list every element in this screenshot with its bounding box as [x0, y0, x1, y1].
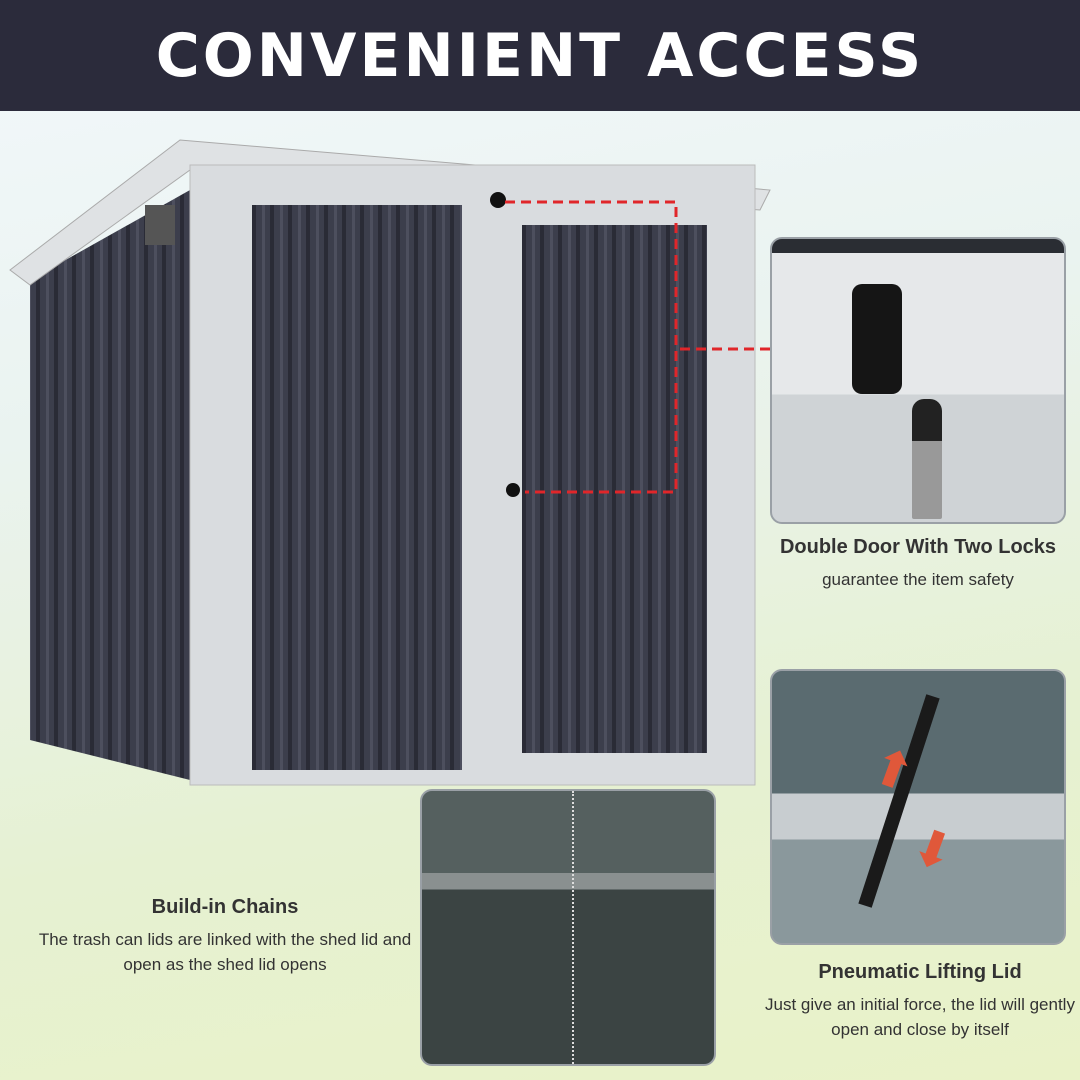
lock-knob-icon: [852, 284, 902, 394]
lifting-lid-closeup-photo: ⬆ ⬇: [770, 669, 1066, 945]
chains-closeup-photo: [420, 789, 716, 1066]
feature-lifting-lid: Pneumatic Lifting Lid Just give an initi…: [760, 961, 1080, 1042]
chain-icon: [572, 791, 574, 1064]
feature-description: The trash can lids are linked with the s…: [38, 930, 412, 974]
arrow-down-icon: ⬇: [903, 815, 963, 885]
feature-description: guarantee the item safety: [822, 570, 1014, 589]
feature-title: Build-in Chains: [151, 896, 299, 918]
feature-description: Just give an initial force, the lid will…: [765, 995, 1075, 1039]
feature-title: Double Door With Two Locks: [779, 536, 1057, 558]
feature-title: Pneumatic Lifting Lid: [818, 961, 1022, 983]
lock-closeup-photo: [770, 237, 1066, 524]
feature-locks: Double Door With Two Locks guarantee the…: [760, 536, 1076, 592]
arrow-up-icon: ⬆: [863, 735, 923, 805]
key-icon: [912, 399, 942, 519]
banner-title: CONVENIENT ACCESS: [155, 20, 925, 91]
title-banner: CONVENIENT ACCESS: [0, 0, 1080, 111]
feature-chains: Build-in Chains The trash can lids are l…: [30, 896, 420, 977]
shed-image: [9, 139, 771, 786]
